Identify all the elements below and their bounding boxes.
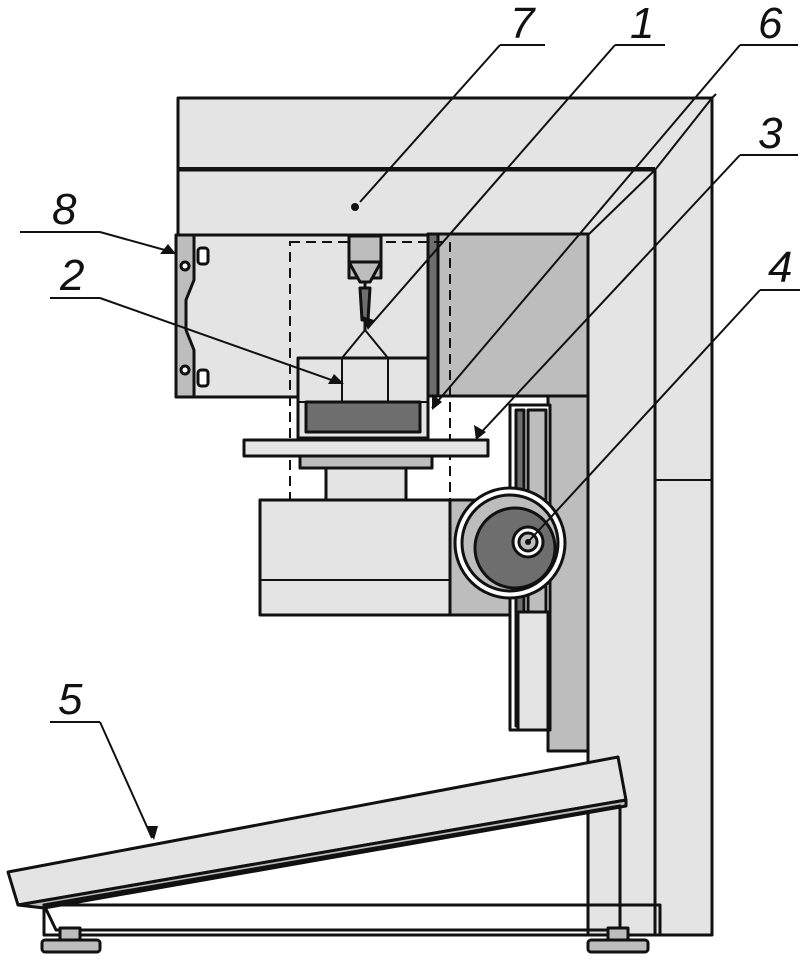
probe-1 <box>341 234 389 359</box>
head-block <box>426 232 590 398</box>
label-4: 4 <box>768 243 792 292</box>
handwheel-4 <box>453 486 567 600</box>
label-7: 7 <box>510 0 536 48</box>
label-3: 3 <box>758 109 783 158</box>
label-5: 5 <box>58 675 83 724</box>
label-6: 6 <box>758 0 783 48</box>
sample-holder <box>296 356 430 440</box>
label-8: 8 <box>52 185 77 234</box>
table-3 <box>242 438 490 502</box>
label-2: 2 <box>59 251 84 300</box>
arrowheads <box>146 244 486 840</box>
marker-dot <box>351 203 359 211</box>
base-plate-5 <box>6 755 662 937</box>
label-1: 1 <box>630 0 654 48</box>
feet <box>40 926 650 954</box>
leader-lines <box>20 44 800 839</box>
